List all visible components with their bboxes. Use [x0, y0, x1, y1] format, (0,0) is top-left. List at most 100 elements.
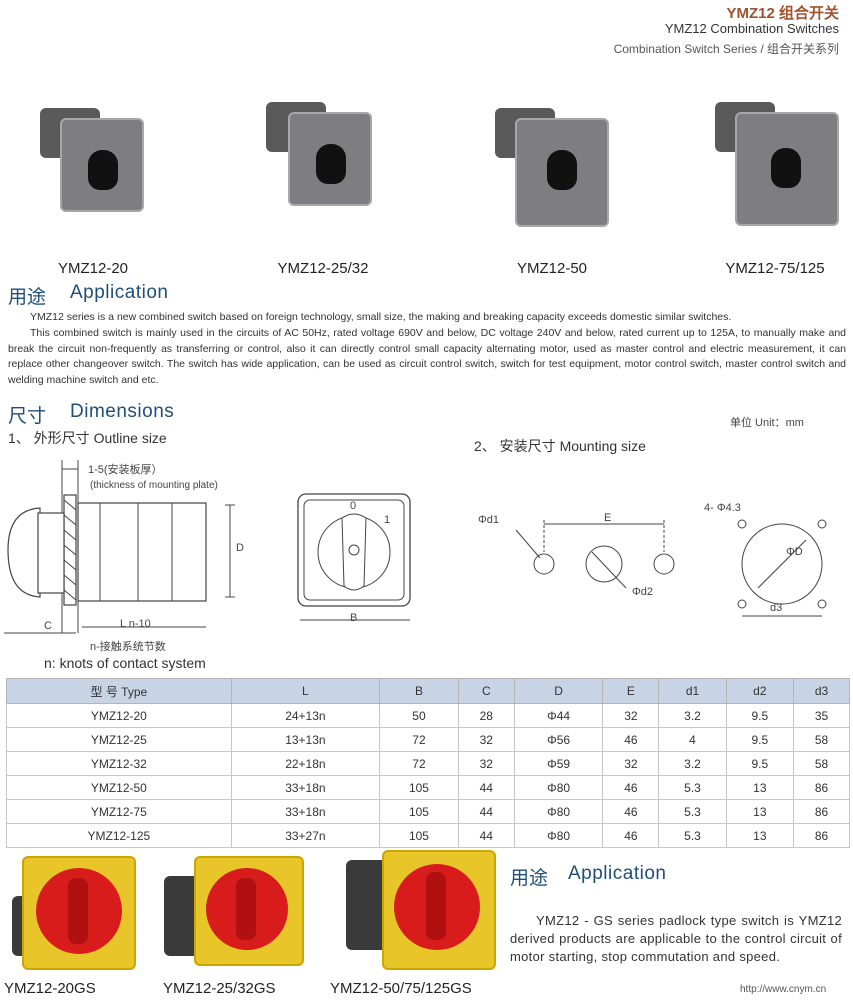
- gs-product-name: YMZ12-50/75/125GS: [330, 980, 472, 997]
- table-cell: 32: [457, 727, 515, 752]
- gs-application-title-cn: 用途: [510, 868, 549, 889]
- dimensions-title-cn: 尺寸: [8, 406, 47, 427]
- table-cell: 86: [793, 823, 850, 848]
- table-cell: 32: [602, 751, 660, 776]
- table-cell: 33+18n: [230, 775, 381, 800]
- table-cell: 46: [602, 775, 660, 800]
- table-cell: 35: [793, 703, 850, 728]
- product-name: YMZ12-75/125: [725, 260, 825, 277]
- outline-side-drawing: [4, 460, 235, 634]
- product-name: YMZ12-25/32: [277, 260, 369, 277]
- dim-label-phi-d: ΦD: [786, 546, 803, 558]
- table-cell: 44: [457, 823, 515, 848]
- table-cell: 22+18n: [230, 751, 381, 776]
- table-header-row: 型 号 Type L B C D E d1 d2 d3: [6, 678, 850, 704]
- product-name: YMZ12-50: [516, 260, 588, 277]
- table-cell: YMZ12-25: [6, 727, 232, 752]
- col-d: D: [513, 678, 604, 704]
- table-cell: 5.3: [658, 775, 727, 800]
- table-cell: 28: [457, 703, 515, 728]
- application-title-en: Application: [70, 282, 169, 303]
- table-cell: 9.5: [725, 703, 795, 728]
- col-c: C: [457, 678, 515, 704]
- series-label: Combination Switch Series / 组合开关系列: [613, 42, 839, 56]
- table-cell: 3.2: [658, 751, 727, 776]
- table-cell: 105: [379, 799, 459, 824]
- dim-label-e: E: [604, 512, 612, 524]
- product-image-ymz12-50-75-125gs: [346, 850, 496, 970]
- product-image-ymz12-25-32gs: [164, 856, 304, 976]
- gs-application-text: YMZ12 - GS series padlock type switch is…: [510, 913, 842, 964]
- col-l: L: [230, 678, 381, 704]
- table-cell: 86: [793, 775, 850, 800]
- table-cell: YMZ12-75: [6, 799, 232, 824]
- plate-thickness-cn: 1-5(安装板厚）: [88, 464, 163, 476]
- col-type: 型 号 Type: [6, 678, 232, 704]
- application-paragraph-1: YMZ12 series is a new combined switch ba…: [30, 311, 732, 323]
- application-paragraph-2: This combined switch is mainly used in t…: [8, 327, 846, 386]
- table-cell: 72: [379, 751, 459, 776]
- switch-position-1: 1: [384, 514, 391, 526]
- table-cell: YMZ12-32: [6, 751, 232, 776]
- table-cell: 9.5: [725, 727, 795, 752]
- dim-label-b: B: [350, 612, 358, 624]
- table-cell: 72: [379, 727, 459, 752]
- table-cell: 46: [602, 727, 660, 752]
- table-cell: 44: [457, 775, 515, 800]
- col-d1: d1: [658, 678, 727, 704]
- table-cell: 33+27n: [230, 823, 381, 848]
- table-cell: Φ80: [513, 775, 604, 800]
- table-cell: Φ80: [513, 799, 604, 824]
- table-cell: 4: [658, 727, 727, 752]
- table-cell: Φ44: [513, 703, 604, 728]
- table-cell: 32: [457, 751, 515, 776]
- footer-url: http://www.cnym.cn: [740, 984, 827, 995]
- outline-size-label: 1、 外形尺寸 Outline size: [8, 430, 167, 446]
- product-image-ymz12-50: [485, 98, 609, 227]
- table-cell: 13: [725, 799, 795, 824]
- dim-label-d1: Φd1: [478, 514, 500, 526]
- dim-label-d: D: [236, 542, 244, 554]
- table-cell: 5.3: [658, 799, 727, 824]
- table-cell: 32: [602, 703, 660, 728]
- table-cell: 46: [602, 799, 660, 824]
- page-subtitle: YMZ12 Combination Switches: [664, 21, 839, 36]
- col-b: B: [379, 678, 459, 704]
- dim-label-c: C: [44, 620, 52, 632]
- product-image-ymz12-75-125: [705, 92, 839, 226]
- table-cell: 105: [379, 823, 459, 848]
- table-cell: 58: [793, 727, 850, 752]
- table-cell: 105: [379, 775, 459, 800]
- col-d2: d2: [725, 678, 795, 704]
- mounting-size-label: 2、 安装尺寸 Mounting size: [474, 438, 646, 454]
- table-cell: 46: [602, 823, 660, 848]
- table-cell: Φ59: [513, 751, 604, 776]
- dimensions-title-en: Dimensions: [70, 401, 175, 422]
- product-image-ymz12-20: [30, 98, 144, 218]
- table-cell: Φ80: [513, 823, 604, 848]
- table-cell: 50: [379, 703, 459, 728]
- table-cell: 13: [725, 775, 795, 800]
- dim-label-d3: d3: [770, 602, 783, 614]
- table-cell: Φ56: [513, 727, 604, 752]
- col-d3: d3: [793, 678, 850, 704]
- table-cell: 13+13n: [230, 727, 381, 752]
- dim-label-holes: 4- Φ4.3: [704, 502, 741, 514]
- gs-application-title-en: Application: [568, 863, 667, 884]
- table-cell: YMZ12-125: [6, 823, 232, 848]
- table-cell: 24+13n: [230, 703, 381, 728]
- table-cell: 86: [793, 799, 850, 824]
- outline-front-drawing: [297, 493, 411, 621]
- plate-thickness-en: (thickness of mounting plate): [90, 480, 218, 491]
- table-cell: 13: [725, 823, 795, 848]
- mounting-drawing: [515, 519, 827, 617]
- table-cell: YMZ12-50: [6, 775, 232, 800]
- product-name: YMZ12-20: [57, 260, 129, 277]
- n-knots-cn: n-接触系统节数: [90, 641, 166, 653]
- dim-label-d2: Φd2: [632, 586, 654, 598]
